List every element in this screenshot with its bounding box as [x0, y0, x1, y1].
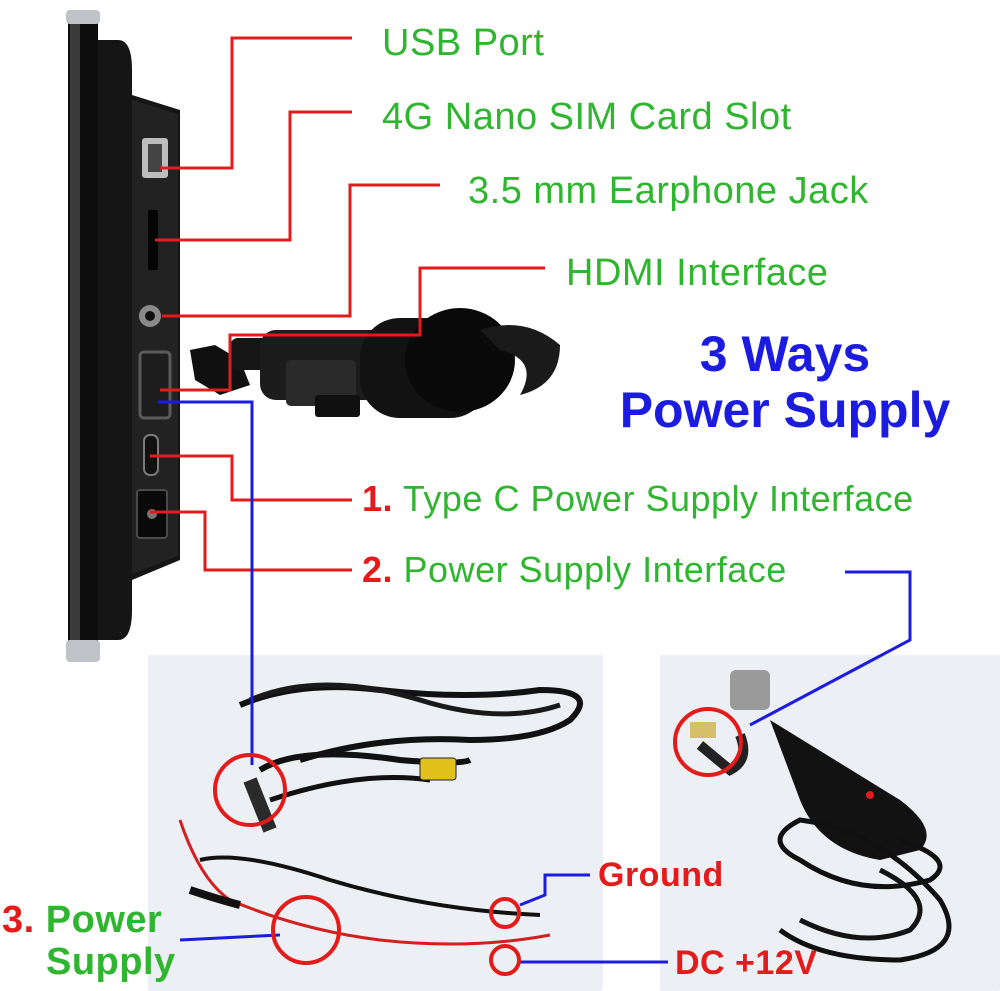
hdmi-leader-line — [160, 266, 545, 392]
headrest-bracket — [190, 308, 560, 418]
power-leader-line — [150, 510, 352, 572]
ground-wire-circle — [489, 897, 521, 929]
type-c-label: 1. Type C Power Supply Interface — [362, 481, 914, 517]
earphone-jack-label: 3.5 mm Earphone Jack — [468, 170, 869, 212]
red-leader-lines — [150, 36, 545, 572]
blue-leader-lines — [158, 400, 912, 964]
highlight-circles — [213, 707, 743, 976]
sim-slot-icon — [148, 210, 158, 270]
dc-wire-circle — [489, 944, 521, 976]
type-c-leader-line — [150, 454, 352, 502]
ground-leader-line — [519, 873, 590, 907]
hdmi-port-icon — [138, 350, 172, 420]
ground-label: Ground — [598, 856, 724, 894]
heading-line-1: 3 Ways — [699, 326, 871, 382]
supply3-leader-line — [179, 933, 281, 942]
connector-highlight-circle — [213, 753, 287, 827]
headrest-monitor — [66, 10, 180, 662]
hdmi-interface-label: HDMI Interface — [566, 252, 829, 294]
earphone-leader-line — [162, 183, 440, 318]
wire-harness — [178, 682, 583, 946]
charger-leader-line — [749, 570, 912, 727]
usb-leader-line — [160, 36, 352, 170]
usb-port-label: USB Port — [382, 22, 545, 64]
heading-line-2: Power Supply — [619, 382, 951, 438]
sim-leader-line — [155, 110, 352, 242]
dc-12v-label: DC +12V — [675, 944, 818, 982]
page-heading: 3 Ways Power Supply — [590, 326, 980, 438]
type-c-text: Type C Power Supply Interface — [402, 478, 914, 519]
power-supply-text: Power Supply Interface — [403, 549, 787, 590]
car-charger-cable — [690, 670, 952, 963]
power-supply-3-line-2: Supply — [46, 940, 176, 983]
power-supply-3-line-1: Power — [45, 899, 163, 941]
type-c-number: 1. — [362, 478, 394, 519]
hdmi-cable-leader-line — [158, 400, 254, 765]
dc-plug-highlight-circle — [673, 707, 743, 777]
splice-highlight-circle — [271, 895, 341, 965]
power-supply-label: 2. Power Supply Interface — [362, 552, 787, 588]
sim-slot-label: 4G Nano SIM Card Slot — [382, 96, 792, 138]
power-supply-3-number: 3. — [2, 899, 35, 941]
power-supply-3-label: 3. Power Supply — [2, 899, 176, 984]
power-supply-number: 2. — [362, 549, 394, 590]
